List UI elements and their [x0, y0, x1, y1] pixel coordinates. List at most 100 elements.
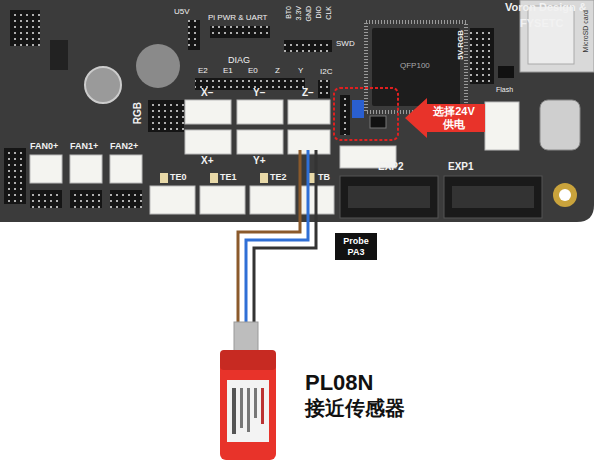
board-label: Y — [298, 67, 303, 75]
pin-header — [70, 190, 102, 208]
board-label: QFP100 — [400, 62, 430, 70]
pin-header — [10, 10, 40, 46]
board-label: U5V — [174, 8, 190, 16]
board-label: 接近传感器 — [305, 398, 405, 419]
pcb-board — [0, 0, 594, 222]
pin-header — [110, 190, 142, 208]
mounting-hole — [553, 183, 577, 207]
board-label: I2C — [320, 68, 332, 76]
box-header-slot — [452, 186, 534, 208]
arrow-fill — [405, 98, 485, 138]
solder-pad — [210, 173, 218, 183]
sensor-body — [220, 350, 276, 460]
pin-header — [318, 80, 330, 98]
board-label: TE0 — [170, 173, 187, 182]
pin-header — [470, 28, 494, 84]
pin-header — [4, 148, 26, 204]
chip-pins — [366, 22, 466, 112]
cable-sleeve — [234, 322, 258, 352]
mcu-chip — [372, 28, 460, 106]
sd-slot-inner — [528, 6, 574, 64]
sensor-top — [220, 350, 276, 370]
jst-connector — [200, 186, 245, 214]
jst-connector — [250, 186, 295, 214]
jst-connector — [237, 130, 283, 154]
board-label: DIAG — [228, 56, 250, 65]
wire-black — [254, 150, 316, 325]
board-label: EXP1 — [448, 162, 474, 173]
pin-header — [148, 100, 184, 132]
board-label: TE1 — [220, 173, 237, 182]
board-label: FAN2+ — [110, 142, 138, 151]
board-label: FYSETC — [520, 18, 563, 30]
jst-connector — [288, 100, 330, 124]
sticker-print — [261, 388, 264, 424]
component — [370, 116, 386, 128]
board-label: MicroSD card — [582, 10, 589, 52]
jst-connector — [70, 155, 102, 183]
board-label: FAN0+ — [30, 142, 58, 151]
board-label: FAN1+ — [70, 142, 98, 151]
box-header-slot — [348, 186, 430, 208]
callout-text: 选择24V 供电 — [430, 105, 478, 130]
board-label: GND — [305, 6, 312, 22]
jst-connector — [185, 100, 231, 124]
board-label: PL08N — [305, 371, 373, 394]
board-label: Y− — [253, 88, 266, 99]
board-label: E1 — [223, 67, 233, 75]
jst-connector — [237, 100, 283, 124]
board-label: X+ — [201, 156, 214, 167]
pin-header — [30, 190, 62, 208]
board-label: BT0 — [285, 6, 292, 19]
sensor-sticker — [227, 380, 269, 442]
usb-c-port — [540, 100, 580, 150]
board-label: Z — [275, 67, 280, 75]
pin-header — [284, 40, 332, 52]
pin-header — [210, 26, 270, 38]
board-label: CLK — [325, 6, 332, 20]
callout-arrow: 选择24V 供电 — [405, 98, 485, 138]
mounting-hole-center — [559, 189, 571, 201]
jst-connector — [485, 102, 519, 150]
board-label: EXP2 — [378, 162, 404, 173]
solder-pad — [160, 173, 168, 183]
board-label: TB — [318, 173, 330, 182]
solder-pad — [260, 173, 268, 183]
sticker-print — [254, 388, 257, 418]
capacitor — [136, 44, 180, 88]
board-label: TE2 — [270, 173, 287, 182]
board-label: E0 — [248, 67, 258, 75]
board-label: Pi PWR & UART — [208, 14, 267, 22]
jst-connector — [185, 130, 231, 154]
jst-connector — [30, 155, 62, 183]
sticker-print — [247, 388, 250, 432]
jst-connector — [110, 155, 142, 183]
board-label: 3.3V — [295, 6, 302, 20]
board-label: DIO — [315, 6, 322, 18]
board-label: SWD — [336, 40, 355, 48]
sticker-print — [240, 388, 243, 428]
board-label: 5V-RGB — [457, 30, 465, 60]
board-label: E2 — [198, 67, 208, 75]
capacitor — [85, 67, 121, 103]
component — [50, 40, 68, 70]
pin-header — [340, 95, 350, 135]
board-label: Voron Design & — [505, 2, 587, 14]
box-header — [444, 176, 542, 218]
board-label: Z− — [302, 88, 314, 99]
signal-name: Probe PA3 — [338, 236, 374, 257]
jumper-cap — [352, 100, 364, 118]
pin-header — [188, 20, 200, 50]
flash-chip — [498, 66, 514, 78]
signal-tag: Probe PA3 — [335, 233, 377, 260]
board-label: Flash — [496, 86, 513, 93]
jst-connector — [150, 186, 195, 214]
box-header — [340, 176, 438, 218]
board-label: RGB — [133, 102, 144, 124]
sticker-print — [232, 388, 236, 434]
board-label: Y+ — [253, 156, 266, 167]
highlight-box — [334, 88, 398, 140]
board-label: X− — [201, 88, 214, 99]
